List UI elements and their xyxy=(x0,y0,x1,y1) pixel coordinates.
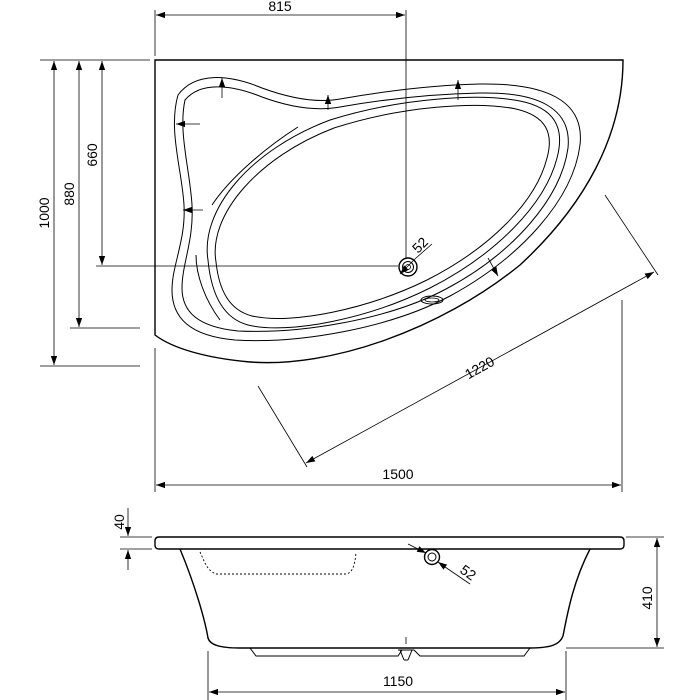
dim-880-label: 880 xyxy=(61,182,77,206)
dim-52-side-label: 52 xyxy=(457,561,479,583)
dim-410-label: 410 xyxy=(639,586,655,610)
side-view xyxy=(154,536,625,661)
dim-660-label: 660 xyxy=(84,143,100,167)
dim-1150-label: 1150 xyxy=(383,673,413,689)
plan-basin-outer xyxy=(206,96,561,329)
dim-660: 660 xyxy=(84,61,398,267)
plan-backrest-line-2 xyxy=(195,254,221,321)
plan-inner-rim-2 xyxy=(181,86,569,332)
dim-410: 410 xyxy=(566,536,664,649)
dim-52-top: 52 xyxy=(399,234,433,275)
plan-overflow-slot xyxy=(420,295,444,305)
dim-40: 40 xyxy=(111,508,152,570)
dim-52-top-label: 52 xyxy=(409,234,431,256)
dim-1500: 1500 xyxy=(154,300,623,492)
plan-view xyxy=(154,59,624,364)
plan-basin-inner xyxy=(214,104,550,319)
side-base xyxy=(249,647,531,657)
dim-815-label: 815 xyxy=(268,0,292,14)
plan-backrest-line xyxy=(211,126,299,206)
side-drain xyxy=(423,548,441,566)
dim-815: 815 xyxy=(154,0,407,258)
dim-1000: 1000 xyxy=(36,59,150,367)
dim-52-side: 52 xyxy=(407,543,479,585)
dim-1000-label: 1000 xyxy=(36,197,52,228)
dim-1220-label: 1220 xyxy=(462,353,497,382)
dim-40-label: 40 xyxy=(111,514,127,530)
side-body xyxy=(179,548,591,649)
side-rim xyxy=(154,536,625,550)
dim-1220: 1220 xyxy=(257,194,659,468)
side-inner-dashed xyxy=(199,551,357,575)
dim-1150: 1150 xyxy=(207,651,567,700)
dim-1500-label: 1500 xyxy=(382,466,413,482)
dim-880: 880 xyxy=(61,61,140,329)
plan-drain xyxy=(398,257,418,277)
